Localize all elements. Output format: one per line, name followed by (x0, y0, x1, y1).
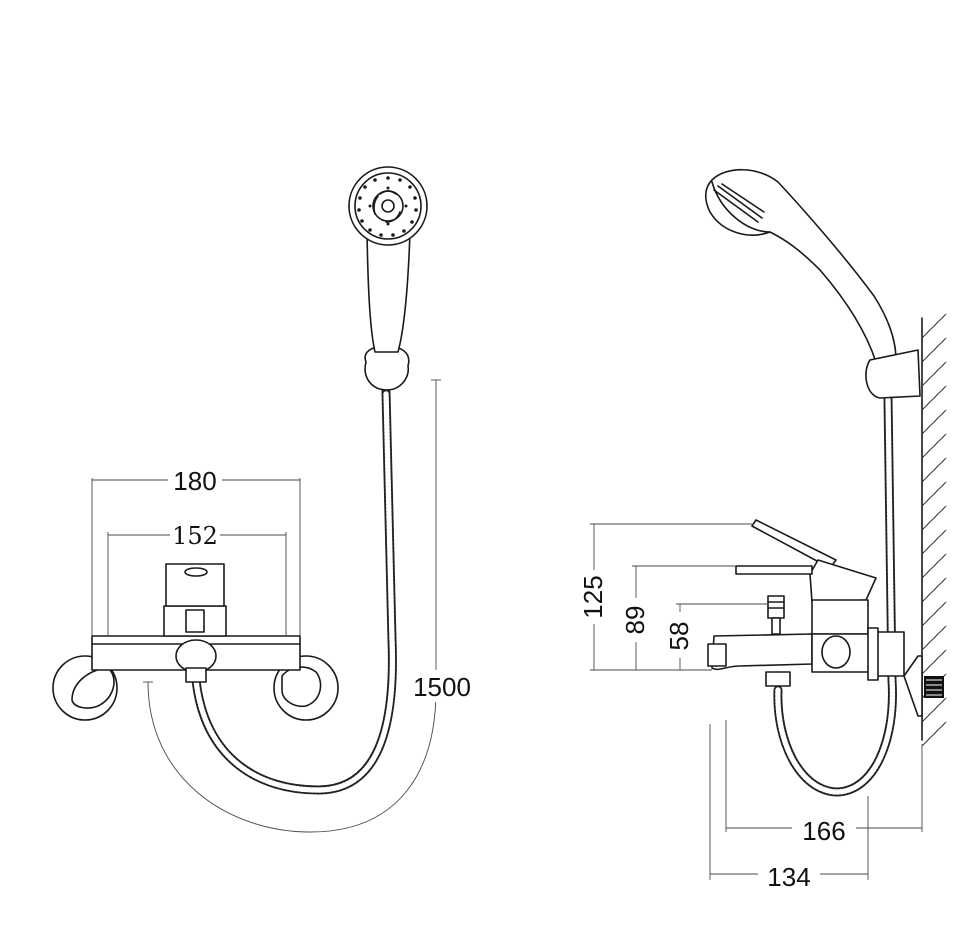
side-hose (773, 393, 897, 797)
dimension-58: 58 (664, 603, 768, 670)
dimension-89: 89 (620, 565, 736, 670)
dimension-label-134: 134 (767, 862, 810, 892)
shower-head-face (713, 183, 765, 223)
dimension-label-1500: 1500 (413, 672, 471, 702)
spray-nozzles (357, 176, 418, 237)
dimension-125: 125 (578, 523, 754, 671)
front-flanges (52, 655, 339, 721)
side-wall-holder (865, 349, 921, 399)
front-hand-shower (348, 166, 428, 353)
dimension-label-180: 180 (173, 466, 216, 496)
dimension-134: 134 (709, 724, 869, 892)
dimension-180: 180 (91, 466, 301, 636)
front-view: 180 152 1500 (52, 166, 474, 833)
dimension-label-58: 58 (664, 622, 694, 651)
dimension-label-166: 166 (802, 816, 845, 846)
front-mixer-body (91, 563, 301, 683)
dimension-1500: 1500 (143, 379, 474, 833)
dimension-label-152: 152 (172, 522, 218, 550)
dimension-152: 152 (107, 522, 287, 636)
dimension-label-125: 125 (578, 575, 608, 618)
side-view: 125 89 58 166 (578, 169, 947, 892)
front-hose (191, 387, 397, 795)
side-hand-shower (704, 169, 897, 363)
dimension-label-89: 89 (620, 606, 650, 635)
side-mixer-body (707, 519, 944, 717)
dimension-166: 166 (725, 720, 923, 846)
